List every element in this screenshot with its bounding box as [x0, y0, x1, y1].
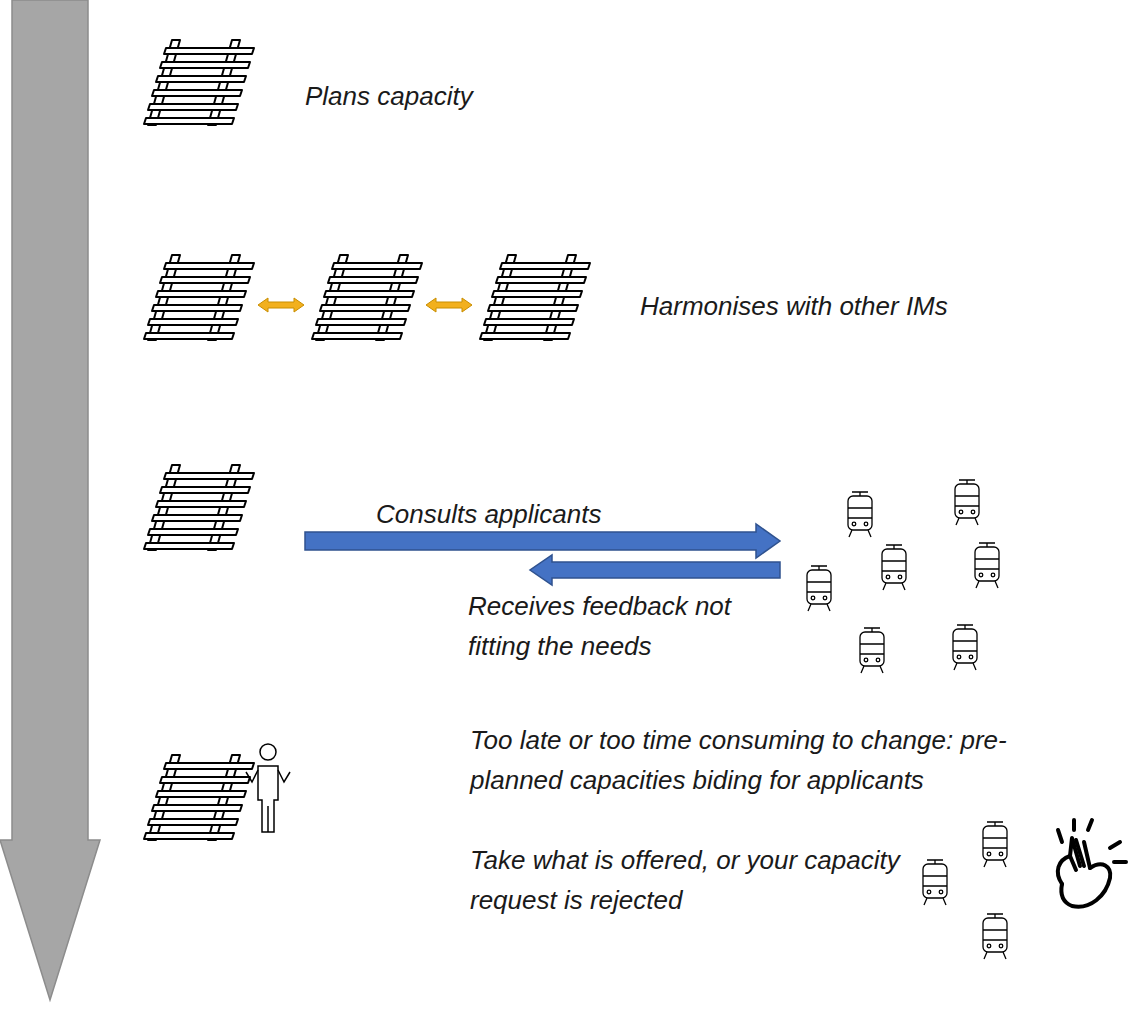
- track-icon: [144, 465, 254, 550]
- train-group: [807, 480, 999, 673]
- step-label: Consults applicants: [376, 494, 756, 534]
- harmonise-arrow: [426, 298, 472, 312]
- harmonise-arrow: [258, 298, 304, 312]
- step-label: Plans capacity: [305, 76, 725, 116]
- time-arrow: [0, 0, 100, 1000]
- step-label: Harmonises with other IMs: [640, 286, 1120, 326]
- waving-hand: [1058, 820, 1126, 907]
- feedback-arrow: [530, 555, 780, 585]
- train-group: [923, 822, 1007, 959]
- step-label: Take what is offered, or your capacity r…: [470, 840, 910, 920]
- step-label: Too late or too time consuming to change…: [470, 720, 1050, 800]
- track-icon: [144, 255, 254, 340]
- track-icon: [312, 255, 422, 340]
- track-icon: [480, 255, 590, 340]
- consult-arrow: [305, 524, 780, 558]
- track-icon: [144, 755, 254, 840]
- step-label: Receives feedback not fitting the needs: [468, 586, 768, 666]
- shrugging-person: [246, 744, 290, 832]
- track-icon: [144, 40, 254, 125]
